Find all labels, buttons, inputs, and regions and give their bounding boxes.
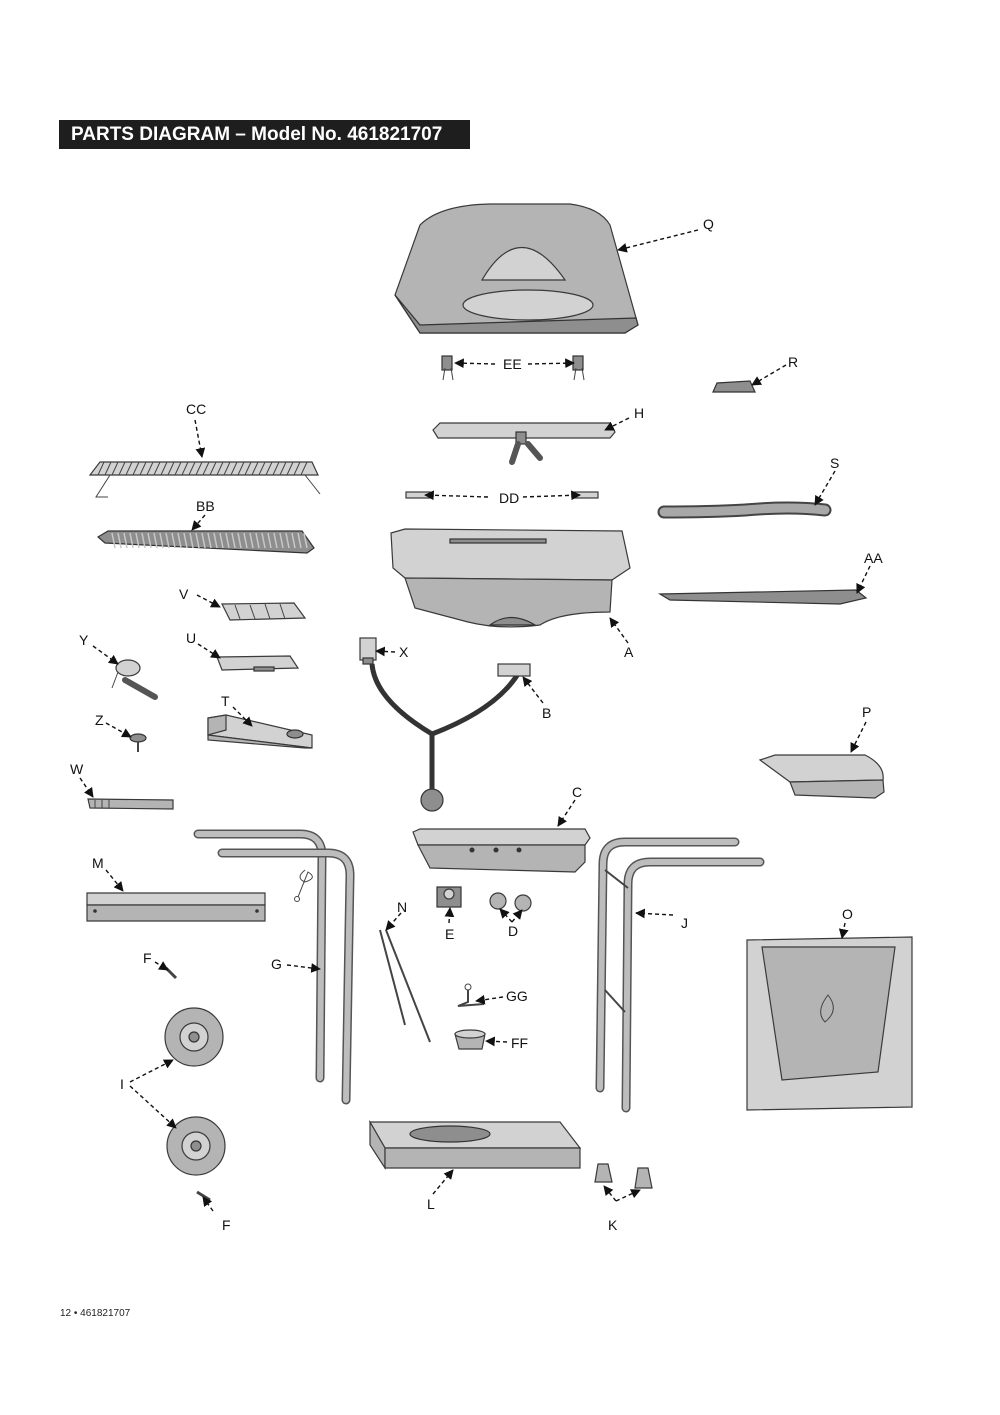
part-firebox bbox=[390, 528, 631, 628]
part-side-burner-bar bbox=[87, 798, 174, 810]
part-grease-cup bbox=[454, 1029, 486, 1050]
part-leveling-feet bbox=[594, 1163, 653, 1189]
label-aa: AA bbox=[864, 550, 883, 566]
label-f-upper: F bbox=[143, 950, 152, 966]
part-lid bbox=[394, 203, 639, 334]
label-bb: BB bbox=[196, 498, 215, 514]
label-q: Q bbox=[703, 216, 714, 232]
label-r: R bbox=[788, 354, 798, 370]
page-footer: 12 • 461821707 bbox=[60, 1308, 131, 1319]
label-g: G bbox=[271, 956, 282, 972]
part-heat-plate bbox=[657, 589, 868, 605]
label-v: V bbox=[179, 586, 189, 602]
label-cc: CC bbox=[186, 401, 206, 417]
part-bottom-tray bbox=[368, 1119, 582, 1171]
label-k: K bbox=[608, 1217, 618, 1233]
label-f-lower: F bbox=[222, 1217, 231, 1233]
part-ignitor bbox=[129, 733, 147, 752]
label-gg: GG bbox=[506, 988, 528, 1004]
part-side-shelf bbox=[758, 754, 885, 799]
part-small-grate bbox=[221, 602, 307, 621]
part-cup-hook bbox=[457, 983, 485, 1007]
part-side-burner-valve bbox=[111, 659, 158, 700]
part-labels: Q EE R CC H S BB DD AA V A Y U X B P T Z… bbox=[70, 216, 883, 1233]
label-d: D bbox=[508, 923, 518, 939]
page-title: PARTS DIAGRAM – Model No. 461821707 bbox=[59, 120, 470, 149]
label-l: L bbox=[427, 1196, 435, 1212]
label-w: W bbox=[70, 761, 84, 777]
label-p: P bbox=[862, 704, 871, 720]
label-n: N bbox=[397, 899, 407, 915]
label-e: E bbox=[445, 926, 454, 942]
part-regulator bbox=[359, 637, 377, 665]
label-b: B bbox=[542, 705, 551, 721]
label-ee: EE bbox=[503, 356, 522, 372]
label-u: U bbox=[186, 630, 196, 646]
label-o: O bbox=[842, 906, 853, 922]
label-h: H bbox=[634, 405, 644, 421]
label-j: J bbox=[681, 915, 688, 931]
part-right-leg-frame bbox=[595, 837, 765, 1113]
part-ignitor-module bbox=[436, 886, 462, 908]
part-cross-brace bbox=[86, 892, 266, 922]
part-control-knobs bbox=[489, 892, 532, 912]
label-dd: DD bbox=[499, 490, 519, 506]
part-tool-hooks bbox=[379, 929, 431, 1043]
part-control-panel bbox=[412, 828, 591, 873]
part-left-leg-frame bbox=[193, 829, 355, 1105]
leader-lines bbox=[79, 229, 871, 1212]
label-a: A bbox=[624, 644, 634, 660]
label-t: T bbox=[221, 693, 230, 709]
part-warming-rack bbox=[88, 461, 321, 498]
part-badge bbox=[712, 380, 756, 393]
label-s: S bbox=[830, 455, 839, 471]
part-tray bbox=[216, 655, 300, 672]
part-heat-shield bbox=[432, 422, 616, 465]
part-cooking-grate bbox=[96, 530, 315, 554]
label-m: M bbox=[92, 855, 104, 871]
part-wheels bbox=[164, 1007, 226, 1176]
part-door bbox=[746, 936, 913, 1111]
label-y: Y bbox=[79, 632, 89, 648]
label-i: I bbox=[120, 1076, 124, 1092]
label-x: X bbox=[399, 644, 409, 660]
part-side-burner-box bbox=[207, 714, 313, 749]
label-c: C bbox=[572, 784, 582, 800]
label-ff: FF bbox=[511, 1035, 528, 1051]
label-z: Z bbox=[95, 712, 104, 728]
part-valve-hose bbox=[369, 663, 531, 812]
part-burner-tube bbox=[657, 501, 832, 519]
